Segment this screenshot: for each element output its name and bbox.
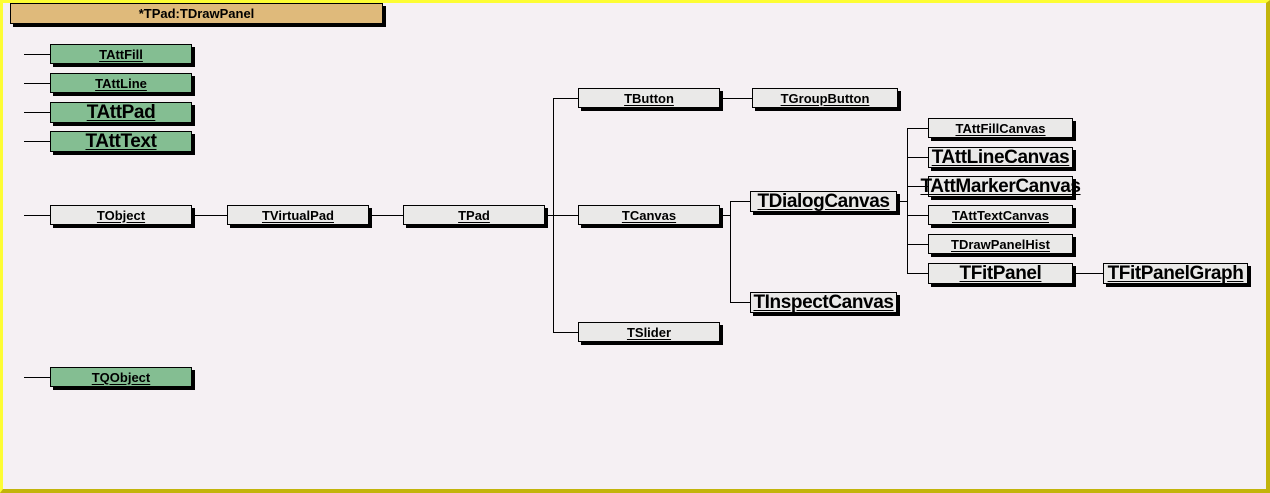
connector-line — [897, 201, 907, 202]
class-node-label: TDialogCanvas — [757, 190, 890, 212]
connector-line — [24, 112, 50, 113]
class-node-label: TAttText — [85, 130, 157, 152]
class-node-TCanvas[interactable]: TCanvas — [578, 205, 720, 225]
connector-line — [720, 215, 730, 216]
diagram-title: *TPad:TDrawPanel — [10, 3, 383, 24]
class-node-label: TAttPad — [86, 101, 156, 123]
class-node-label: TSlider — [626, 324, 672, 340]
connector-line — [24, 377, 50, 378]
class-node-label: TQObject — [91, 369, 151, 385]
connector-line — [907, 273, 928, 274]
connector-line — [24, 215, 50, 216]
class-node-label: TGroupButton — [780, 90, 870, 106]
class-node-TDialogCanvas[interactable]: TDialogCanvas — [750, 191, 897, 212]
connector-line — [907, 128, 908, 274]
class-node-label: TAttLine — [95, 75, 147, 91]
connector-line — [24, 141, 50, 142]
connector-line — [907, 128, 928, 129]
connector-line — [553, 215, 578, 216]
class-node-TInspectCanvas[interactable]: TInspectCanvas — [750, 292, 897, 313]
class-node-label: TAttLineCanvas — [931, 146, 1070, 168]
class-node-TVirtualPad[interactable]: TVirtualPad — [227, 205, 369, 225]
class-node-TFitPanel[interactable]: TFitPanel — [928, 263, 1073, 284]
class-node-TAttTextCanvas[interactable]: TAttTextCanvas — [928, 205, 1073, 225]
class-node-label: TAttFill — [99, 46, 143, 62]
class-node-TAttLineCanvas[interactable]: TAttLineCanvas — [928, 147, 1073, 168]
diagram-title-label: *TPad:TDrawPanel — [138, 6, 255, 21]
connector-line — [907, 157, 928, 158]
connector-line — [907, 186, 928, 187]
class-node-label: TAttMarkerCanvas — [920, 175, 1081, 197]
class-node-label: TCanvas — [621, 207, 677, 223]
class-node-TDrawPanelHist[interactable]: TDrawPanelHist — [928, 234, 1073, 254]
class-node-label: TObject — [96, 207, 146, 223]
connector-line — [730, 201, 750, 202]
class-node-TObject[interactable]: TObject — [50, 205, 192, 225]
class-node-label: TAttTextCanvas — [951, 207, 1050, 223]
connector-line — [907, 215, 928, 216]
class-node-label: TVirtualPad — [261, 207, 334, 223]
class-node-TAttText[interactable]: TAttText — [50, 131, 192, 152]
class-node-TAttFillCanvas[interactable]: TAttFillCanvas — [928, 118, 1073, 138]
class-node-label: TFitPanelGraph — [1107, 262, 1244, 284]
class-node-TQObject[interactable]: TQObject — [50, 367, 192, 387]
connector-line — [553, 98, 578, 99]
connector-line — [730, 201, 731, 303]
class-node-TButton[interactable]: TButton — [578, 88, 720, 108]
class-node-label: TPad — [458, 207, 490, 223]
connector-line — [24, 54, 50, 55]
connector-line — [553, 332, 578, 333]
class-node-TFitPanelGraph[interactable]: TFitPanelGraph — [1103, 263, 1248, 284]
class-node-label: TInspectCanvas — [753, 291, 894, 313]
class-node-TAttMarkerCanvas[interactable]: TAttMarkerCanvas — [920, 176, 1081, 197]
class-node-TAttLine[interactable]: TAttLine — [50, 73, 192, 93]
class-node-label: TFitPanel — [959, 262, 1042, 284]
class-node-label: TButton — [624, 90, 674, 106]
class-node-label: TAttFillCanvas — [955, 120, 1046, 136]
connector-line — [24, 83, 50, 84]
connector-line — [192, 215, 227, 216]
connector-line — [907, 244, 928, 245]
connector-line — [720, 98, 752, 99]
class-node-TAttPad[interactable]: TAttPad — [50, 102, 192, 123]
class-node-TGroupButton[interactable]: TGroupButton — [752, 88, 898, 108]
connector-line — [1073, 273, 1103, 274]
class-node-TPad[interactable]: TPad — [403, 205, 545, 225]
connector-line — [730, 302, 750, 303]
class-node-label: TDrawPanelHist — [951, 236, 1050, 252]
connector-line — [369, 215, 403, 216]
class-node-TAttFill[interactable]: TAttFill — [50, 44, 192, 64]
connector-line — [545, 215, 553, 216]
class-node-TSlider[interactable]: TSlider — [578, 322, 720, 342]
